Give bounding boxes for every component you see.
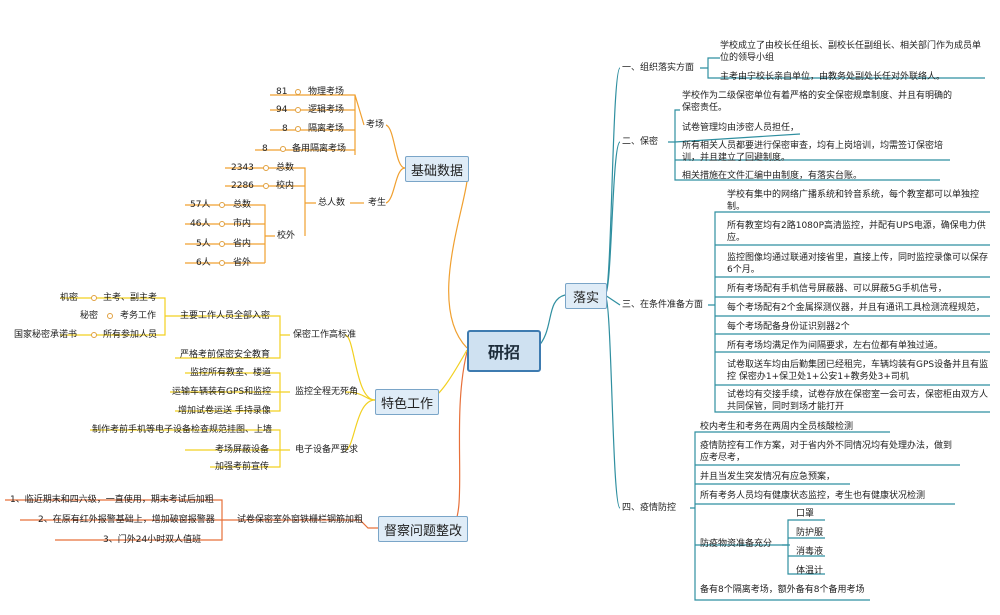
ducha-label: 试卷保密室外窗铁栅栏钢筋加粗 <box>237 515 364 525</box>
tiaojian-item-9: 试卷均有交接手续，试卷存放在保密室一会可去，保密柜由双方人共同保管，同时到场才能… <box>727 390 989 412</box>
branch-luoshi[interactable]: 落实 <box>565 283 607 309</box>
xiaonei-num: 2286 <box>231 181 254 191</box>
wuzi-item-2: 防护服 <box>796 528 824 538</box>
kaochang-name-1: 物理考场 <box>308 87 345 97</box>
tiaojian-item-5: 每个考场配有2个金属探测仪器，并且有通讯工具检测流程规范， <box>727 303 985 313</box>
ducha-item-3: 3、门外24小时双人值班 <box>103 535 202 545</box>
xiaowai-name-2: 市内 <box>233 219 252 229</box>
yiqing-label: 四、疫情防控 <box>622 503 677 513</box>
kaochang-name-3: 隔离考场 <box>308 124 345 134</box>
tiaojian-item-6: 每个考场配备身份证识别器2个 <box>727 322 850 332</box>
kaochang-num-1: 81 <box>276 87 288 97</box>
xiaowai-name-1: 总数 <box>233 200 252 210</box>
yiqing-item-3: 并且当发生突发情况有应急预案， <box>700 472 836 482</box>
xiaowai-name-4: 省外 <box>233 258 252 268</box>
yiqing-item-5: 防疫物资准备充分 <box>700 539 773 549</box>
baomi-jiaoyu: 严格考前保密安全教育 <box>180 350 271 360</box>
luoshi-baomi-item-1: 学校作为二级保密单位有着严格的安全保密规章制度、并且有明确的保密责任。 <box>682 91 953 113</box>
luoshi-baomi-item-3: 所有相关人员都要进行保密审查，均有上岗培训，均需签订保密培训，并且建立了回避制度… <box>682 141 944 163</box>
yiqing-item-1: 校内考生和考务在两周内全员核酸检测 <box>700 422 854 432</box>
zuzhi-label: 一、组织落实方面 <box>622 63 695 73</box>
zongrenshu-label: 总人数 <box>318 198 346 208</box>
bullet-dot <box>280 146 286 152</box>
jiankong-label: 监控全程无死角 <box>295 387 359 397</box>
mimi-who: 考务工作 <box>120 311 157 321</box>
bullet-dot <box>295 89 301 95</box>
chengnuo-who: 所有参加人员 <box>103 330 158 340</box>
tiaojian-item-2: 所有教室均有2路1080P高清监控，并配有UPS电源，确保电力供应。 <box>727 221 986 243</box>
bullet-dot <box>263 183 269 189</box>
kaosheng-label: 考生 <box>368 198 387 208</box>
branch-jichu-shuju[interactable]: 基础数据 <box>405 156 469 182</box>
kaochang-num-2: 94 <box>276 105 288 115</box>
jimi-who: 主考、副主考 <box>103 293 158 303</box>
bullet-dot <box>295 126 301 132</box>
jiankong-item-2: 运输车辆装有GPS和监控 <box>172 387 272 397</box>
zhuyao-renyuan: 主要工作人员全部入密 <box>180 311 271 321</box>
mimi-label: 秘密 <box>80 311 99 321</box>
bullet-dot <box>107 313 113 319</box>
kaochang-num-3: 8 <box>282 124 288 134</box>
luoshi-baomi-label: 二、保密 <box>622 137 659 147</box>
tiaojian-item-1: 学校有集中的网络广播系统和铃音系统，每个教室都可以单独控制。 <box>727 190 980 212</box>
kaochang-name-4: 备用隔离考场 <box>292 144 347 154</box>
bullet-dot <box>219 202 225 208</box>
tiaojian-item-3: 监控图像均通过联通对接省里，直接上传，同时监控录像可以保存6个月。 <box>727 253 989 275</box>
tiaojian-item-8: 试卷取送车均由后勤集团已经租完，车辆均装有GPS设备并且有监控 保密办1+保卫处… <box>727 360 989 382</box>
xiaowai-num-1: 57人 <box>190 200 211 210</box>
tiaojian-item-7: 所有考场均满足作为间隔要求，左右位都有单独过道。 <box>727 341 944 351</box>
luoshi-baomi-item-2: 试卷管理均由涉密人员担任， <box>682 123 800 133</box>
baomi-gaobiaozhun: 保密工作高标准 <box>293 330 357 340</box>
xiaonei-name: 校内 <box>276 181 295 191</box>
jiankong-item-3: 增加试卷运送 手持录像 <box>178 406 271 416</box>
yiqing-item-6: 备有8个隔离考场，额外备有8个备用考场 <box>700 585 865 595</box>
kaochang-label: 考场 <box>366 120 385 130</box>
xiaowai-num-3: 5人 <box>196 239 211 249</box>
bullet-dot <box>263 165 269 171</box>
xiaowai-num-2: 46人 <box>190 219 211 229</box>
ducha-item-2: 2、在原有红外报警基础上，增加破窗报警器 <box>38 515 215 525</box>
bullet-dot <box>219 221 225 227</box>
bullet-dot <box>219 241 225 247</box>
xiaowai-label: 校外 <box>277 231 296 241</box>
tiaojian-item-4: 所有考场配有手机信号屏蔽器、可以屏蔽5G手机信号， <box>727 284 947 294</box>
dianzi-item-3: 加强考前宣传 <box>215 462 270 472</box>
kaochang-name-2: 逻辑考场 <box>308 105 345 115</box>
branch-ducha-zhenggai[interactable]: 督察问题整改 <box>378 516 468 542</box>
bullet-dot <box>91 295 97 301</box>
wuzi-item-3: 消毒液 <box>796 547 824 557</box>
ducha-item-1: 1、临近期末和四六级，一直使用，期末考试后加粗 <box>10 495 214 505</box>
wuzi-item-4: 体温计 <box>796 566 824 576</box>
zuzhi-item-1: 学校成立了由校长任组长、副校长任副组长、相关部门作为成员单位的领导小组 <box>720 41 982 63</box>
jiankong-item-1: 监控所有教室、楼道 <box>190 368 272 378</box>
bullet-dot <box>219 260 225 266</box>
jimi-label: 机密 <box>60 293 79 303</box>
dianzi-item-2: 考场屏蔽设备 <box>215 445 270 455</box>
xiaowai-name-3: 省内 <box>233 239 252 249</box>
zuzhi-item-2: 主考由宁校长亲自单位，由教务处副处长任对外联络人。 <box>720 72 946 82</box>
tiaojian-label: 三、在条件准备方面 <box>622 300 704 310</box>
bullet-dot <box>295 107 301 113</box>
luoshi-baomi-item-4: 相关措施在文件汇编中由制度，有落实台账。 <box>682 171 863 181</box>
chengnuo-label: 国家秘密承诺书 <box>14 330 78 340</box>
wuzi-item-1: 口罩 <box>796 509 815 519</box>
root-node[interactable]: 研招 <box>467 330 541 372</box>
bullet-dot <box>91 332 97 338</box>
kaochang-num-4: 8 <box>262 144 268 154</box>
dianzi-label: 电子设备严要求 <box>295 445 359 455</box>
dianzi-item-1: 制作考前手机等电子设备检查规范挂图、上墙 <box>92 425 273 435</box>
yiqing-item-4: 所有考务人员均有健康状态监控，考生也有健康状况检测 <box>700 491 926 501</box>
xiaowai-num-4: 6人 <box>196 258 211 268</box>
yiqing-item-2: 疫情防控有工作方案，对于省内外不同情况均有处理办法，做到应考尽考， <box>700 441 953 463</box>
total-name: 总数 <box>276 163 295 173</box>
branch-tese-gongzuo[interactable]: 特色工作 <box>375 389 439 415</box>
total-num: 2343 <box>231 163 254 173</box>
